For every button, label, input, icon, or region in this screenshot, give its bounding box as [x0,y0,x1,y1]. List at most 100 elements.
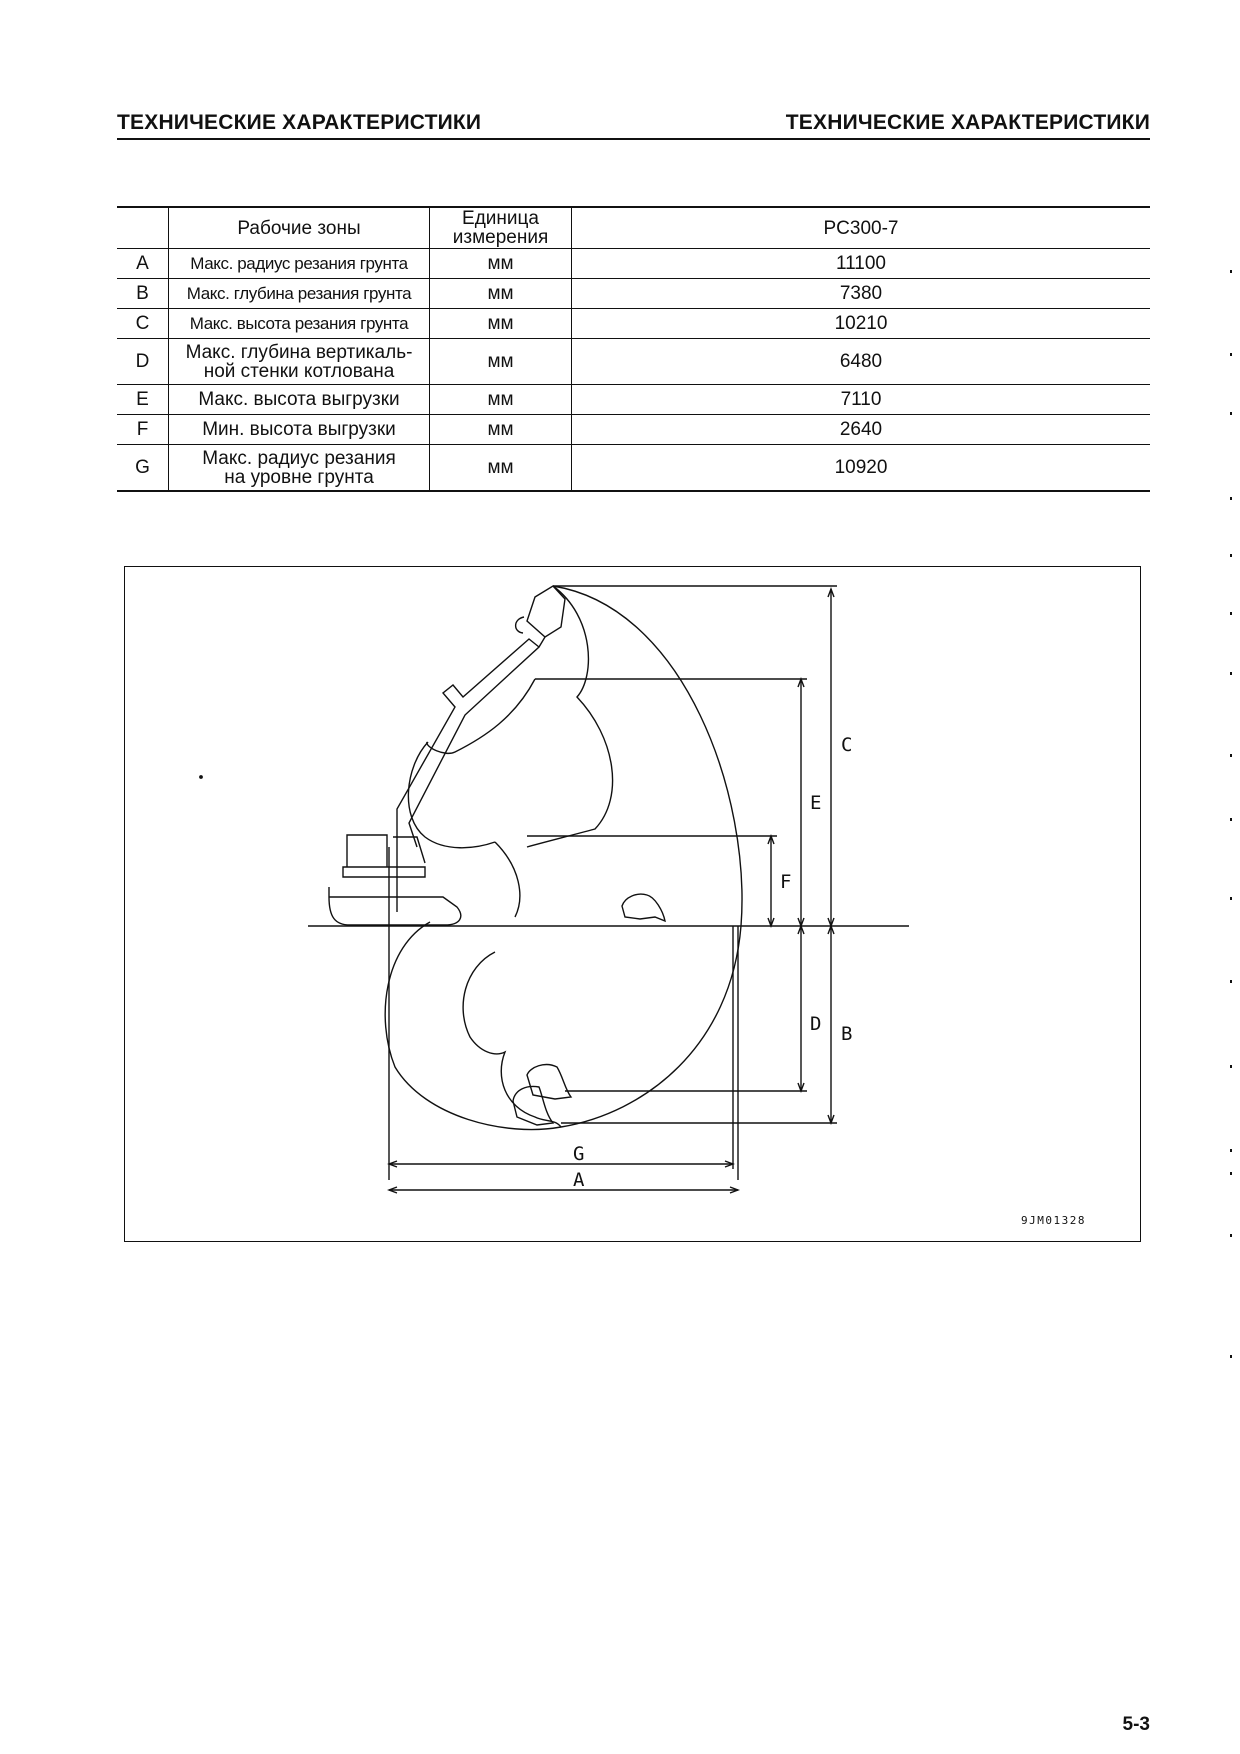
row-description: Макс. радиус резания грунта [168,248,430,279]
label-g: G [573,1143,584,1165]
header-title-left: ТЕХНИЧЕСКИЕ ХАРАКТЕРИСТИКИ [117,111,482,134]
arrow-a-left [387,1186,398,1194]
row-value: 11100 [571,248,1150,279]
edge-tick [1230,554,1232,557]
cab-outline [346,834,388,867]
low-bucket-arc [494,841,521,918]
row-unit: мм [429,338,572,385]
label-d: D [810,1013,821,1035]
lower-digging-curve [384,921,562,1131]
row-description: Мин. высота выгрузки [168,414,430,445]
edge-tick [1230,497,1232,500]
drawing-code: 9JM01328 [1021,1214,1086,1227]
bucket-depth-2 [512,1085,555,1126]
arrow-g-left [387,1160,398,1168]
header-cell-key [117,206,169,249]
row-key: F [117,414,169,445]
label-f: F [780,871,791,893]
mid-bucket-arc [407,741,496,849]
label-b: B [841,1023,852,1045]
working-range-figure: C E F D B G A 9JM01328 [124,566,1141,1242]
outer-envelope-curve [552,585,743,1128]
table-row: A Макс. радиус резания грунта мм 11100 [117,248,1150,279]
row-key: A [117,248,169,279]
label-e: E [810,792,821,814]
header-cell-model: PC300-7 [571,206,1150,249]
row-key: B [117,278,169,309]
page-number: 5-3 [1122,1714,1150,1735]
row-unit: мм [429,278,572,309]
arrow-c-top [827,587,835,598]
row-value: 7110 [571,384,1150,415]
table-row: F Мин. высота выгрузки мм 2640 [117,414,1150,445]
stray-dot [199,775,203,779]
arrow-e-top [797,677,805,688]
arrow-g-right [724,1160,735,1168]
table-row: B Макс. глубина резания грунта мм 7380 [117,278,1150,309]
row-unit: мм [429,248,572,279]
row-key: G [117,444,169,492]
arrow-f-bottom [767,917,775,928]
boom-arm-outline [396,585,566,912]
row-key: E [117,384,169,415]
edge-tick [1230,672,1232,675]
edge-tick [1230,612,1232,615]
row-description-line1: Макс. радиус резания [202,447,396,469]
arrow-b-bottom [827,1114,835,1125]
row-key: D [117,338,169,385]
page-header: ТЕХНИЧЕСКИЕ ХАРАКТЕРИСТИКИ ТЕХНИЧЕСКИЕ Х… [117,108,1150,140]
row-value: 10210 [571,308,1150,339]
upper-structure [342,866,426,878]
edge-tick [1230,1355,1232,1358]
row-description: Макс. высота выгрузки [168,384,430,415]
edge-tick [1230,1149,1232,1152]
row-unit: мм [429,414,572,445]
working-range-diagram: C E F D B G A 9JM01328 [199,585,1086,1227]
edge-tick [1230,270,1232,273]
row-unit: мм [429,384,572,415]
arrow-d-bottom [797,1082,805,1093]
bucket-ground [621,893,666,923]
row-description-line2: ной стенки котлована [203,360,395,382]
row-unit: мм [429,308,572,339]
label-c: C [841,734,852,756]
row-value: 2640 [571,414,1150,445]
unit-header-line1: Единица [462,208,539,229]
edge-tick [1230,818,1232,821]
row-description: Макс. глубина резания грунта [168,278,430,309]
header-cell-zone: Рабочие зоны [168,206,430,249]
arrow-a-right [729,1186,740,1194]
unit-header-line2: измерения [452,227,549,248]
track-outline [328,887,462,926]
upper-bucket-arc [426,678,536,754]
right-edge-ticks [1230,270,1232,1358]
edge-tick [1230,353,1232,356]
arrow-e-d-mid [797,917,805,935]
row-value: 10920 [571,444,1150,492]
header-title-right: ТЕХНИЧЕСКИЕ ХАРАКТЕРИСТИКИ [785,111,1150,134]
arrow-f-top [767,834,775,845]
body-outline [393,836,426,864]
edge-tick [1230,980,1232,983]
edge-tick [1230,1234,1232,1237]
edge-tick [1230,897,1232,900]
inner-upper-curve [526,585,614,848]
table-row: C Макс. высота резания грунта мм 10210 [117,308,1150,339]
inner-lower-curve [462,951,562,1128]
row-key: C [117,308,169,339]
arrow-c-b-mid [827,917,835,935]
edge-tick [1230,412,1232,415]
edge-tick [1230,1172,1232,1175]
row-description: Макс. высота резания грунта [168,308,430,339]
row-description-line2: на уровне грунта [224,466,374,488]
row-value: 6480 [571,338,1150,385]
edge-tick [1230,754,1232,757]
table-row: D Макс. глубина вертикаль-ной стенки кот… [117,338,1150,385]
row-value: 7380 [571,278,1150,309]
row-description: Макс. глубина вертикаль-ной стенки котло… [168,338,430,385]
